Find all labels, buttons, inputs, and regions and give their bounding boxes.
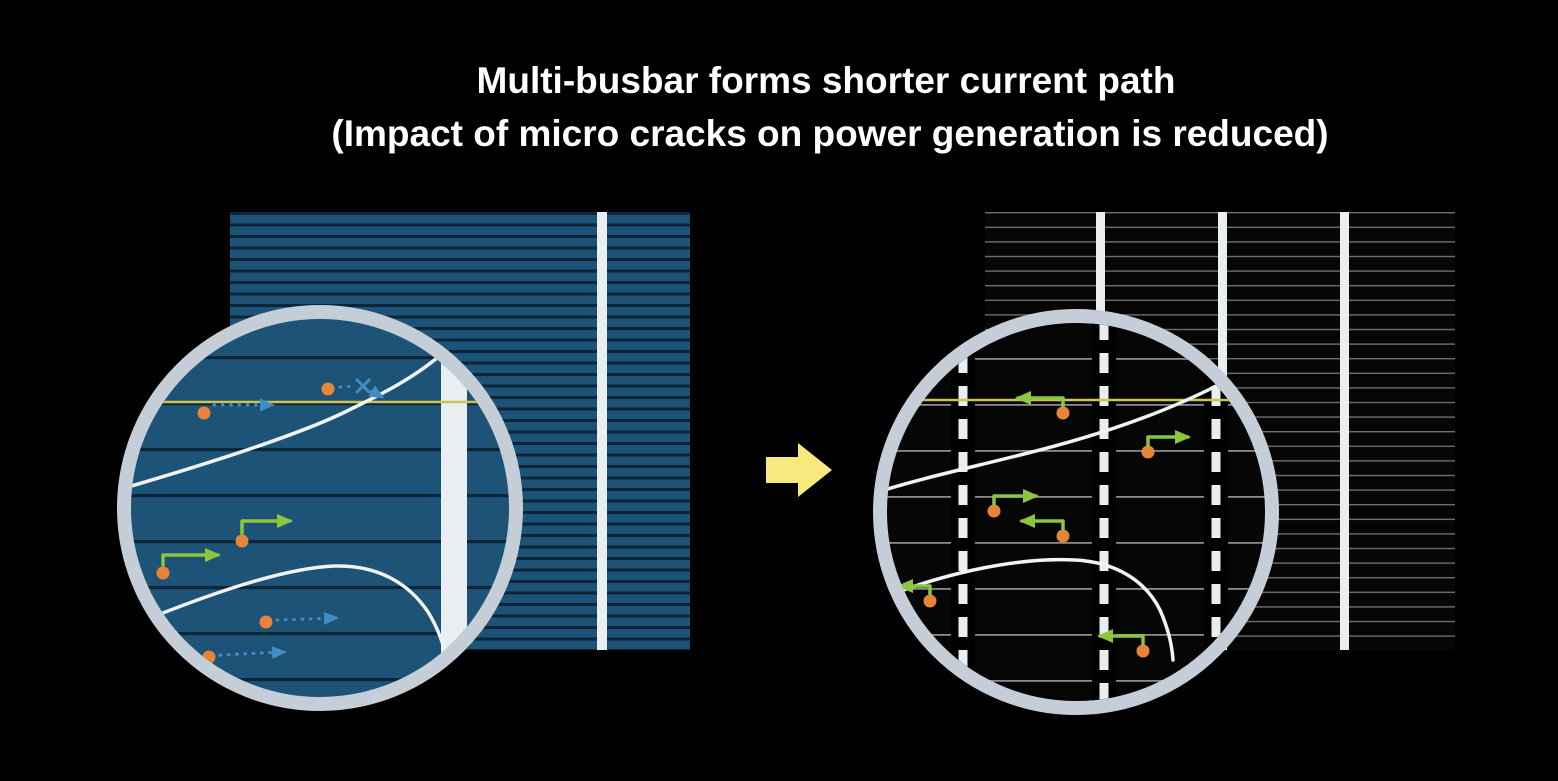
micro-crack [888,557,1175,662]
blocked-path-x-icon [355,378,371,394]
short-current-path-arrow [1146,430,1191,447]
transition-arrow-icon [766,443,832,497]
electron-dot [1056,406,1070,420]
magnifier-left-content [131,319,509,697]
electron-dot [923,594,937,608]
zoomed-wire-busbar [1092,323,1116,701]
long-current-path-arrow [338,384,356,389]
electron-dot [259,615,273,629]
title-line-2: (Impact of micro cracks on power generat… [331,113,1328,154]
electron-dot [1136,644,1150,658]
magnifier-left [117,305,523,711]
zoomed-wire-busbar [951,323,975,701]
electron-dot [156,566,170,580]
short-current-path-arrow [1097,629,1145,646]
busbar [597,212,607,650]
multi-busbar-cell-panel [873,212,1455,715]
magnifier-right [873,309,1279,715]
electron-dot [1056,529,1070,543]
electron-dot [197,406,211,420]
long-current-path-arrow [275,611,339,625]
long-current-path-arrow [218,646,287,660]
short-current-path-arrow [1019,514,1065,531]
short-current-path-arrow [992,489,1039,506]
electron-dot [1141,445,1155,459]
long-current-path-arrow [368,385,385,399]
conventional-cell-panel [117,212,690,711]
title-line-1: Multi-busbar forms shorter current path [477,60,1176,101]
electron-dot [987,504,1001,518]
busbar [1340,212,1349,650]
micro-crack [131,356,439,489]
micro-crack [138,564,449,662]
electron-dot [321,382,335,396]
electron-dot [235,534,249,548]
micro-crack [887,383,1220,494]
short-current-path-arrow [161,548,221,567]
short-current-path-arrow [1015,391,1065,408]
short-current-path-arrow [897,579,932,596]
short-current-path-arrow [240,514,293,535]
